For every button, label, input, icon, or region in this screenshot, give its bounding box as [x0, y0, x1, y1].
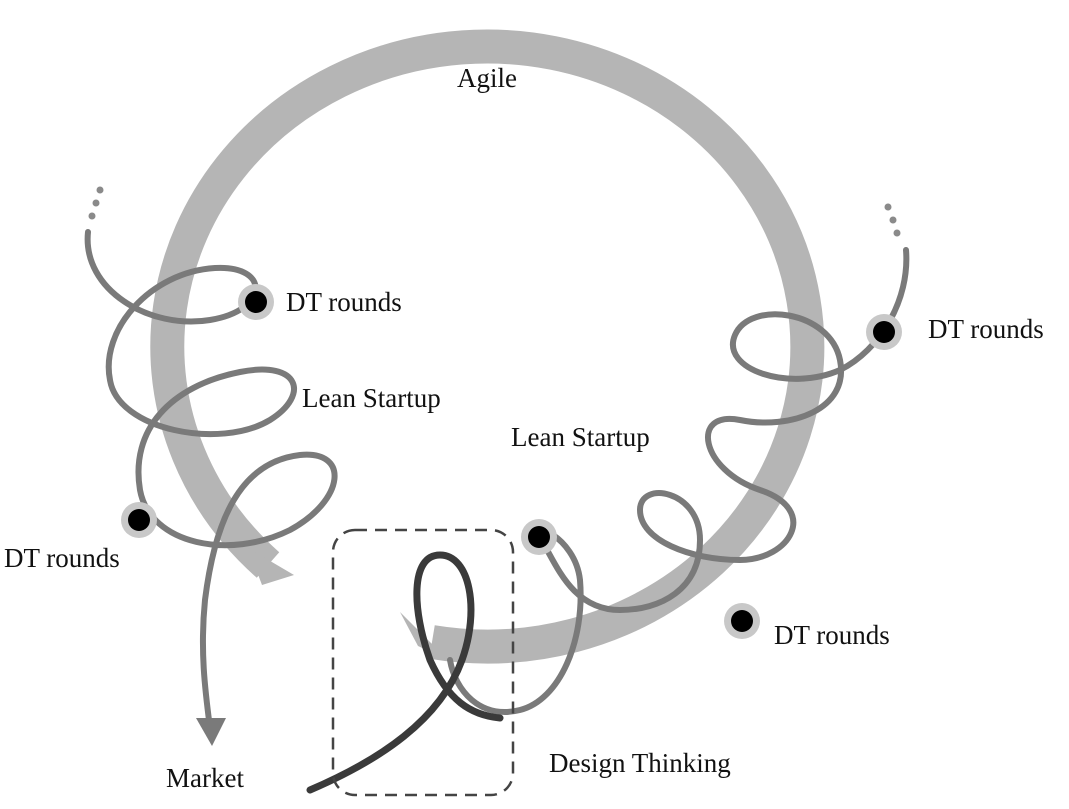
dt-marker-center — [528, 526, 550, 548]
agile-label: Agile — [457, 63, 517, 93]
design-thinking-path — [306, 551, 504, 794]
agile-left-arrow-tip — [248, 548, 294, 585]
market-arrowhead — [196, 718, 226, 746]
lean-startup-label-right: Lean Startup — [511, 422, 650, 452]
dt-round-markers — [121, 284, 902, 639]
dt-marker-top-left — [245, 291, 267, 313]
market-label: Market — [166, 763, 244, 793]
agile-ring — [150, 29, 825, 664]
dt-rounds-label-bottom-right: DT rounds — [774, 620, 890, 650]
lean-startup-label-left: Lean Startup — [302, 383, 441, 413]
agile-cycle — [150, 29, 825, 664]
dt-marker-top-right — [873, 321, 895, 343]
design-thinking-frame — [331, 528, 515, 797]
dt-rounds-label-mid-left: DT rounds — [4, 543, 120, 573]
left-spiral-path — [84, 229, 338, 731]
dt-rounds-label-top-left: DT rounds — [286, 287, 402, 317]
dt-marker-bottom-right — [731, 610, 753, 632]
design-thinking-label: Design Thinking — [549, 748, 731, 778]
dt-rounds-label-top-right: DT rounds — [928, 314, 1044, 344]
right-lean-startup-spiral — [447, 203, 910, 715]
design-thinking-loop — [306, 528, 515, 797]
dt-marker-mid-left — [128, 509, 150, 531]
right-spiral-path — [447, 247, 910, 715]
left-lean-startup-spiral — [84, 186, 338, 746]
